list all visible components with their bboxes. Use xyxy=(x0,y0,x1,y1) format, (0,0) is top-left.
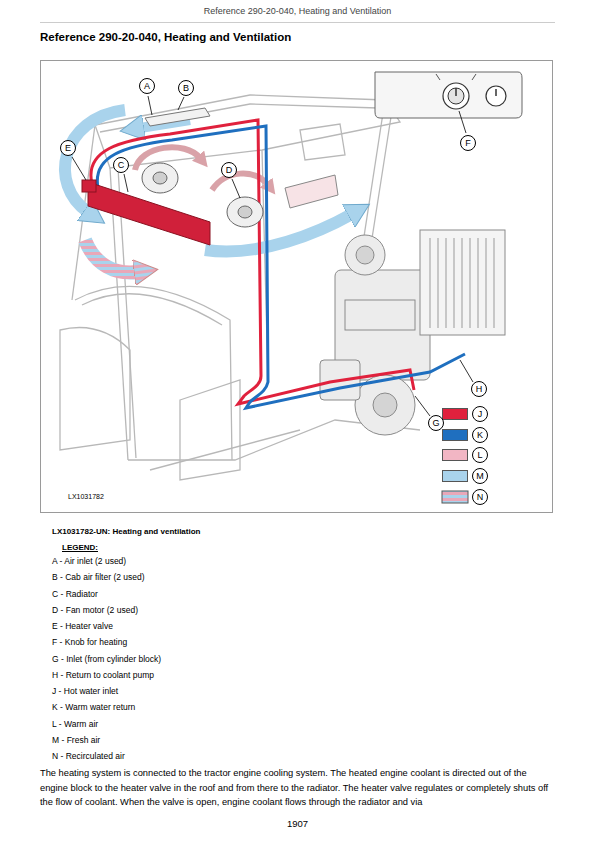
callout-letter: C xyxy=(118,161,125,170)
legend-swatch xyxy=(442,408,468,420)
callout-letter: N xyxy=(477,493,484,502)
callout-circle: E xyxy=(60,140,76,156)
heater-valve xyxy=(82,180,96,192)
legend-entry: F - Knob for heating xyxy=(52,637,127,647)
callout-letter: B xyxy=(183,84,189,93)
legend-entry: H - Return to coolant pump xyxy=(52,670,154,680)
fan-motor xyxy=(142,163,263,227)
legend-entry: E - Heater valve xyxy=(52,621,113,631)
legend-entry: K - Warm water return xyxy=(52,702,135,712)
callout-letter: M xyxy=(476,472,484,481)
legend-entry: D - Fan motor (2 used) xyxy=(52,605,138,615)
legend-swatch xyxy=(442,449,468,461)
callout-letter: E xyxy=(65,144,71,153)
callout-circle: G xyxy=(428,415,444,431)
figure-id: LX1031782 xyxy=(68,493,104,500)
legend-entry: M - Fresh air xyxy=(52,735,100,745)
legend-entry: N - Recirculated air xyxy=(52,751,125,761)
callout-letter: L xyxy=(477,451,482,460)
legend-heading: LEGEND: xyxy=(62,543,98,552)
callout-letter: H xyxy=(476,385,483,394)
legend-entry: A - Air inlet (2 used) xyxy=(52,556,126,566)
callout-circle: D xyxy=(221,162,237,178)
legend-swatch-pattern xyxy=(442,491,468,503)
engine-radiator-fins xyxy=(430,238,494,328)
callout-circle: M xyxy=(472,468,488,484)
callout-circle: B xyxy=(178,80,194,96)
leader-lines xyxy=(72,96,473,416)
legend-entry: G - Inlet (from cylinder block) xyxy=(52,654,161,664)
callout-circle: J xyxy=(472,406,488,422)
return-water-pipe xyxy=(97,126,465,408)
legend-entry: C - Radiator xyxy=(52,589,98,599)
legend-entry: B - Cab air filter (2 used) xyxy=(52,572,145,582)
page-title: Reference 290-20-040, Heating and Ventil… xyxy=(40,31,291,43)
figure-frame xyxy=(41,61,553,513)
callout-circle: L xyxy=(472,447,488,463)
callout-letter: F xyxy=(465,139,471,148)
header-rule xyxy=(40,22,555,23)
callout-letter: J xyxy=(478,410,483,419)
callout-letter: G xyxy=(432,419,439,428)
callout-circle: F xyxy=(460,135,476,151)
body-paragraph: The heating system is connected to the t… xyxy=(40,766,555,810)
heating-control-panel xyxy=(375,72,522,118)
legend-entry: J - Hot water inlet xyxy=(52,686,118,696)
hot-water-pipe xyxy=(91,120,414,404)
engine xyxy=(320,230,505,435)
heater-radiator xyxy=(88,182,210,245)
callout-circle: A xyxy=(139,78,155,94)
callout-circle: C xyxy=(113,157,129,173)
page-number: 1907 xyxy=(0,818,595,829)
callout-circle: H xyxy=(471,381,487,397)
callout-circle: N xyxy=(472,489,488,505)
legend-swatch xyxy=(442,429,468,441)
callout-circle: K xyxy=(472,427,488,443)
running-header: Reference 290-20-040, Heating and Ventil… xyxy=(0,6,595,16)
callout-letter: K xyxy=(477,431,483,440)
legend-entry: L - Warm air xyxy=(52,719,98,729)
figure-caption: LX1031782-UN: Heating and ventilation xyxy=(52,527,200,536)
callout-letter: D xyxy=(226,166,233,175)
callout-letter: A xyxy=(144,82,150,91)
legend-swatch xyxy=(442,470,468,482)
